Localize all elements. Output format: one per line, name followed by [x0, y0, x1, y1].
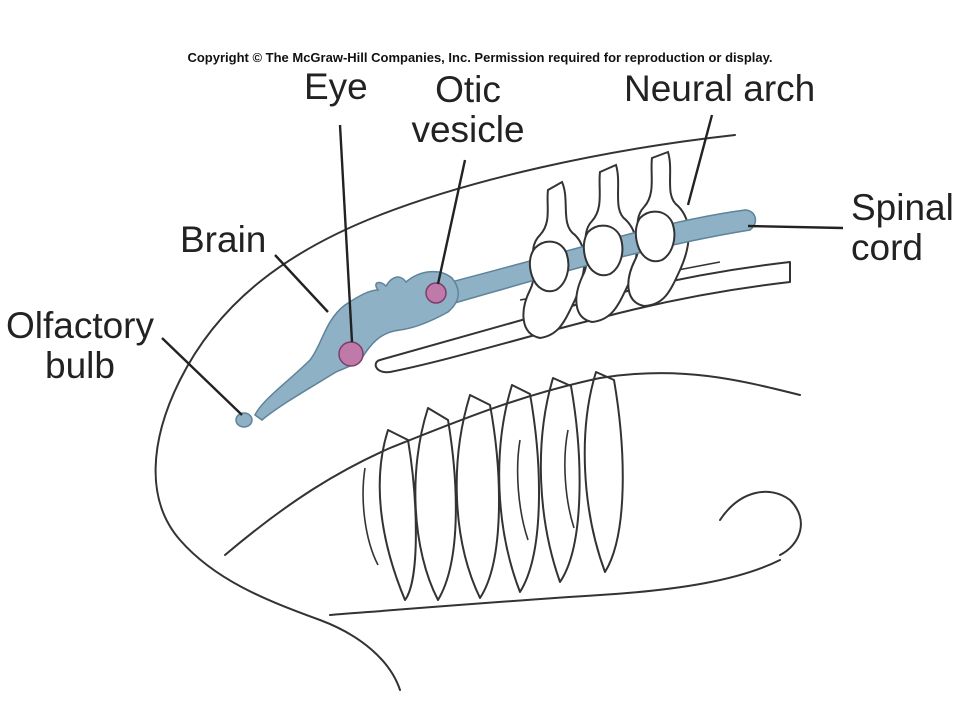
brain-leader — [274, 254, 329, 313]
neural-arch-fronts — [528, 210, 676, 293]
label-otic-line2: vesicle — [411, 109, 525, 150]
neural-arch-leader — [686, 114, 714, 206]
body-outline-dorsal — [154, 134, 736, 691]
neural-arch-front — [634, 210, 676, 263]
label-olfactory-line2: bulb — [45, 345, 115, 386]
gill-slit — [498, 384, 540, 593]
otic-vesicle-shape — [425, 282, 447, 304]
label-olfactory-bulb: Olfactory bulb — [0, 306, 160, 386]
label-otic-line1: Otic — [435, 69, 501, 110]
label-spinal-line1: Spinal — [851, 187, 954, 228]
label-spinal-cord: Spinal cord — [851, 188, 954, 268]
gill-slits — [362, 371, 624, 601]
pharynx-floor — [329, 559, 781, 616]
label-neural-arch: Neural arch — [624, 68, 816, 109]
gill-slit — [583, 371, 624, 573]
gill-slit — [539, 377, 581, 583]
olfactory-bulb-shape — [235, 412, 253, 428]
label-eye: Eye — [304, 66, 368, 107]
gill-slit — [378, 429, 417, 601]
eye-shape — [338, 341, 364, 367]
gill-slit — [455, 394, 500, 599]
neural-arch-front — [582, 224, 624, 277]
gill-slit-inner — [516, 439, 529, 541]
neural-arch-front — [528, 240, 570, 293]
label-spinal-line2: cord — [851, 227, 923, 268]
otic-vesicle-leader — [436, 159, 467, 285]
label-olfactory-line1: Olfactory — [5, 305, 155, 346]
gill-slit-inner — [564, 429, 575, 529]
gut-hind-outline — [719, 490, 802, 556]
olfactory-bulb-leader — [161, 337, 243, 416]
body-outline-ventral — [224, 372, 801, 556]
spinal-cord-leader — [747, 224, 844, 230]
gill-slit — [414, 407, 457, 601]
label-brain: Brain — [180, 219, 267, 260]
eye-leader — [338, 124, 354, 343]
gill-slit-inner — [362, 467, 379, 566]
copyright-notice: Copyright © The McGraw-Hill Companies, I… — [187, 50, 773, 65]
label-otic-vesicle: Otic vesicle — [398, 70, 538, 150]
